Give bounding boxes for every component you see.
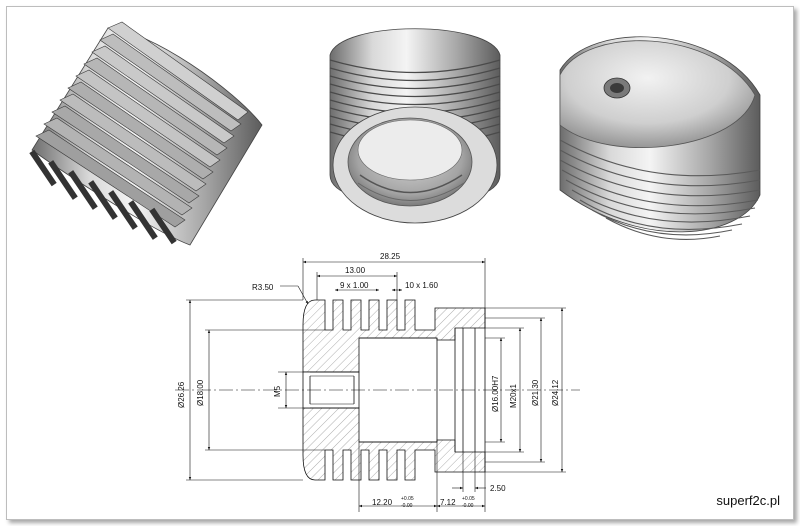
- dim-length-b: 7.12: [440, 498, 456, 507]
- dim-length-a: 12.20: [372, 498, 393, 507]
- brand-label: superf2c.pl: [716, 493, 780, 508]
- dim-bore: Ø16.00H7: [491, 375, 500, 412]
- dimension-lines: [186, 258, 566, 512]
- dim-outer-right: Ø24.12: [551, 379, 560, 406]
- dim-length-b-tol-plus: +0.05: [462, 496, 475, 502]
- dim-length-b-tol-minus: -0.00: [462, 503, 474, 509]
- dim-length-a-tol-plus: +0.05: [401, 496, 414, 502]
- dim-fin-zone: 13.00: [345, 266, 366, 275]
- dim-fin-pitch: 9 x 1.00: [340, 281, 369, 290]
- dim-recess: 2.50: [490, 484, 506, 493]
- dim-inner-left: Ø18.00: [196, 379, 205, 406]
- dim-thread-large: M20x1: [509, 383, 518, 408]
- render-side-view: [29, 21, 263, 246]
- dim-overall-length: 28.25: [380, 252, 401, 261]
- dim-length-a-tol-minus: -0.00: [401, 503, 413, 509]
- dim-outer-left: Ø26.26: [177, 381, 186, 408]
- dim-groove: Ø21.30: [531, 379, 540, 406]
- render-cap-view: [559, 36, 761, 240]
- dim-radius: R3.50: [252, 283, 274, 292]
- render-bore-view: [329, 28, 501, 224]
- dim-thread-small: M5: [273, 385, 282, 397]
- section-drawing: [175, 299, 580, 481]
- dim-slot: 10 x 1.60: [405, 281, 438, 290]
